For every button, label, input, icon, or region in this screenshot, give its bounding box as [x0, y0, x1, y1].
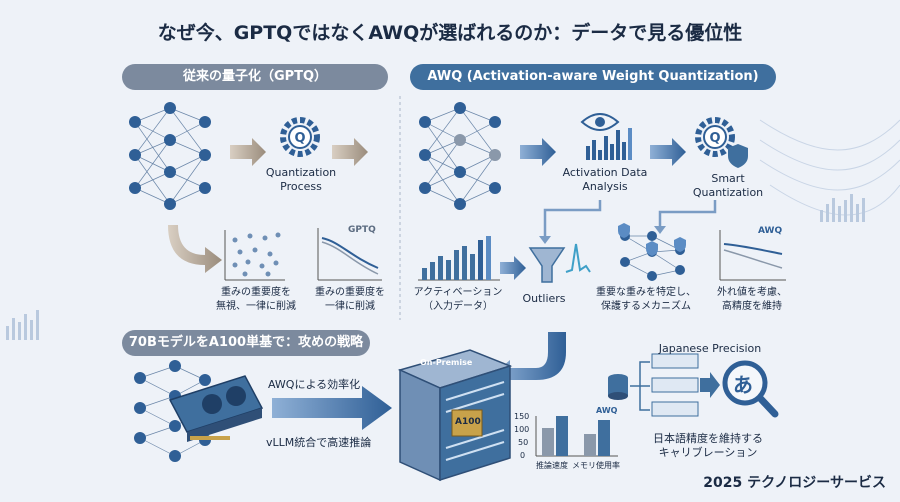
shield-icon: [618, 223, 630, 238]
gpu-card-icon: [168, 375, 264, 442]
awq-header: AWQ (Activation-aware Weight Quantizatio…: [410, 64, 776, 90]
ytick-150: 150: [514, 412, 530, 421]
svg-text:Q: Q: [709, 131, 720, 146]
smart-quantization-icon: Q: [695, 117, 748, 168]
calibration-flow: [630, 361, 650, 411]
awq-series-label: AWQ: [758, 226, 783, 236]
category-speed: 推論速度: [536, 461, 568, 470]
decorative-waves: [759, 119, 900, 216]
arrow-to-process: [230, 138, 266, 166]
bar-series-label: AWQ: [596, 406, 618, 415]
strategy-header: 70BモデルをA100単基で：攻めの戦略: [122, 330, 370, 356]
gptq-neural-network: [129, 102, 211, 210]
activation-histogram: [418, 236, 500, 281]
protected-network: [618, 223, 686, 281]
arrow-to-server: [494, 332, 566, 388]
decorative-bars-right: [820, 194, 865, 222]
ytick-50: 50: [518, 438, 529, 447]
arrow-to-on-premise: [272, 386, 392, 430]
mechanism-label: 重要な重みを特定し、 保護するメカニズム: [596, 287, 696, 312]
gpu-chip-label: A100: [455, 417, 481, 427]
svg-text:Q: Q: [294, 131, 305, 146]
arrow-down-to-charts: [168, 225, 222, 273]
awq-neural-network: [419, 102, 501, 210]
outliers-label: Outliers: [522, 292, 566, 305]
activation-bars-icon: [586, 128, 632, 160]
gptq-header: 従来の量子化（GPTQ）: [122, 64, 388, 90]
performance-bar-chart: [535, 416, 618, 457]
vllm-label: vLLM統合で高速推論: [266, 436, 372, 449]
gptq-series-label: GPTQ: [348, 225, 376, 235]
calibration-steps: [651, 353, 699, 417]
gptq-scatter-label: 重みの重要度を 無視、一律に削減: [216, 287, 296, 312]
a100-chip: [451, 409, 483, 437]
quantization-process-label: Quantization Process: [265, 166, 337, 193]
smart-quantization-label: Smart Quantization: [692, 172, 764, 199]
eye-icon: [580, 113, 620, 131]
japanese-char-icon: あ: [733, 373, 753, 397]
arrow-to-analysis: [520, 138, 556, 166]
gear-icon: Q: [280, 117, 320, 157]
server-label: On-Premise: [420, 358, 473, 367]
database-icon: [608, 374, 628, 400]
arrow-from-process: [332, 138, 368, 166]
filter-icon: [528, 247, 566, 283]
ytick-100: 100: [514, 425, 530, 434]
gptq-scatter-chart: [224, 230, 285, 281]
arrow-to-smart: [650, 138, 686, 166]
activation-analysis-label: Activation Data Analysis: [562, 166, 648, 193]
awq-line-label: 外れ値を考慮、 高精度を維持: [717, 287, 787, 312]
gptq-line-chart: [317, 228, 382, 281]
footer-copyright: 2025 テクノロジーサービス: [703, 475, 886, 491]
category-memory: メモリ使用率: [572, 461, 620, 470]
server-icon: [397, 349, 513, 482]
decorative-bars-left: [6, 310, 39, 340]
calibration-label: 日本語精度を維持する キャリブレーション: [653, 432, 763, 459]
magnifier-icon: [722, 360, 779, 418]
outlier-peak-icon: [565, 243, 591, 273]
arrow-to-filter: [500, 256, 526, 280]
ytick-0: 0: [520, 451, 526, 460]
activation-label: アクティベーション （入力データ）: [413, 287, 503, 312]
gptq-line-label: 重みの重要度を 一律に削減: [315, 287, 385, 312]
awq-efficiency-label: AWQによる効率化: [268, 378, 361, 391]
flow-connectors: [543, 200, 717, 238]
arrow-to-magnifier: [700, 372, 720, 398]
awq-line-chart: [719, 230, 786, 281]
japanese-precision-label: Japanese Precision: [658, 342, 762, 355]
page-title: なぜ今、GPTQではなくAWQが選ばれるのか：データで見る優位性: [157, 22, 743, 44]
